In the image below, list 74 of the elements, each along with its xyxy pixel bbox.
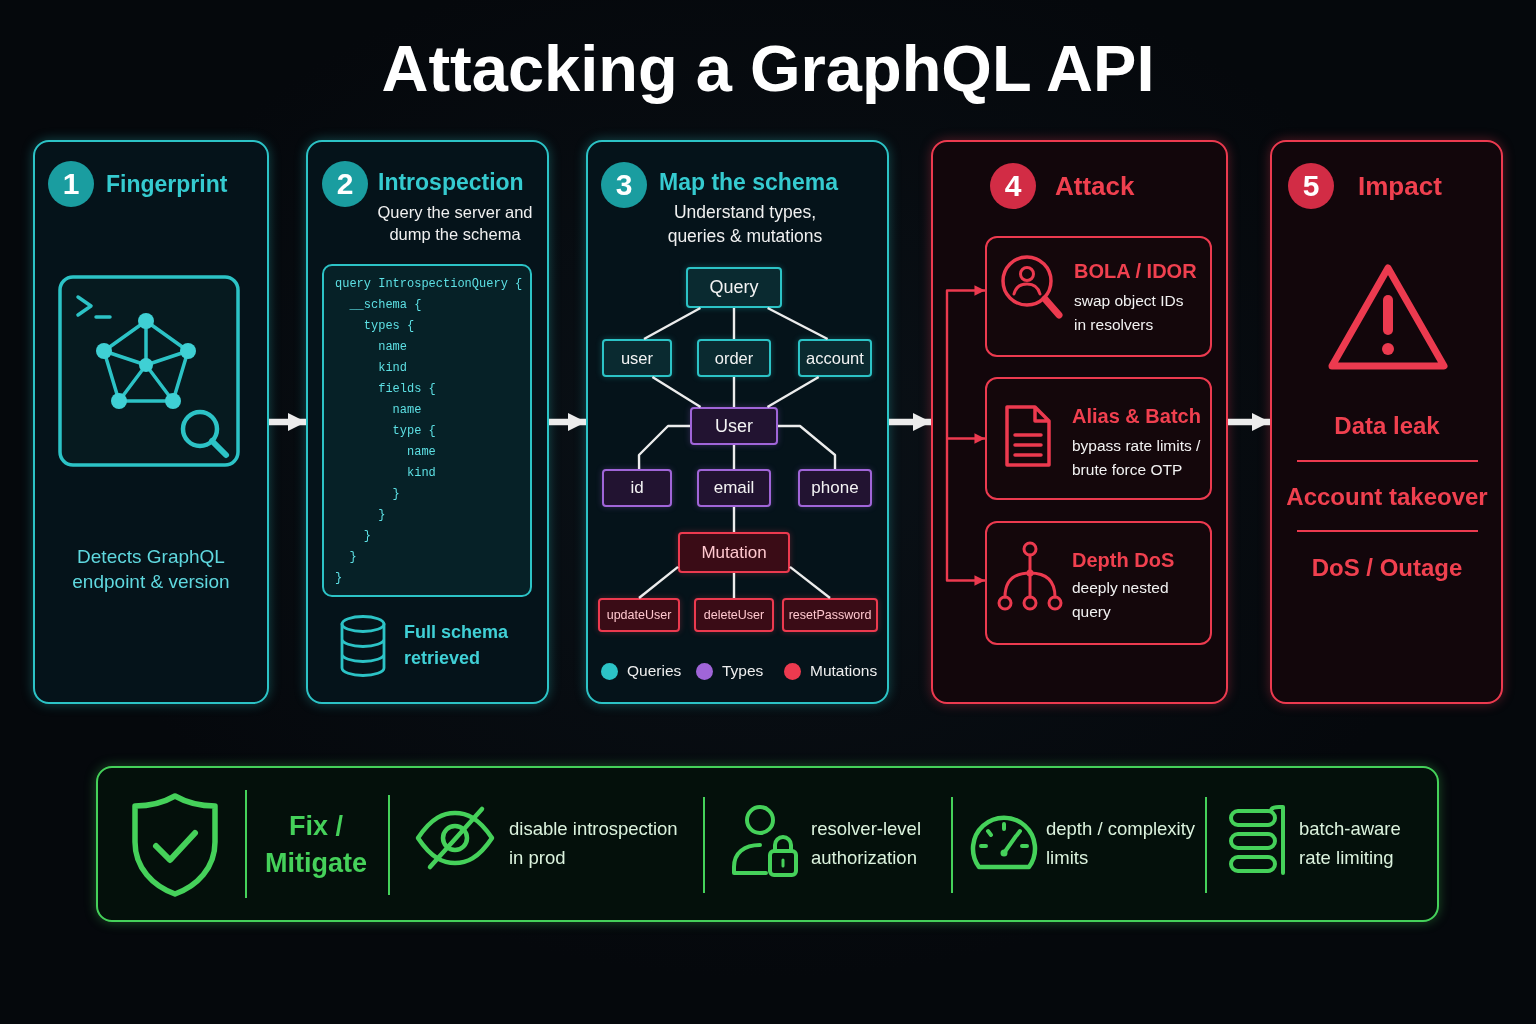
tree-connector [767,306,829,341]
impact-item: DoS / Outage [1311,553,1463,583]
flow-arrow [1228,412,1270,432]
step-number: 1 [48,161,94,207]
schema-node: user [602,339,672,377]
schema-node: phone [798,469,872,507]
step-number: 2 [322,161,368,207]
tree-connector [643,306,701,341]
impact-item: Data leak [1334,411,1440,441]
step-title: Fingerprint [106,170,228,198]
attack-description: bypass rate limits / brute force OTP [1072,436,1202,480]
step-title: Map the schema [659,168,838,196]
impact-item: Account takeover [1286,482,1488,512]
schema-node: Mutation [678,532,790,573]
attack-card [985,236,1212,357]
legend-label: Mutations [810,661,878,681]
flow-arrow [549,412,586,432]
step-number: 3 [601,162,647,208]
legend-label: Queries [627,661,682,681]
tree-connector [766,375,820,409]
step-panel [33,140,269,704]
step-panel [1270,140,1503,704]
branch-arrow [945,285,985,438]
attack-card [985,521,1212,645]
attack-description: deeply nested query [1072,578,1170,622]
step-title: Impact [1358,171,1442,201]
legend-label: Types [722,661,764,681]
tree-connector [637,424,690,469]
schema-node: id [602,469,672,507]
mitigation-text: resolver-level authorization [811,817,922,870]
tree-connector [789,565,831,599]
step-number: 4 [990,163,1036,209]
schema-node: account [798,339,872,377]
tree-connector [778,424,837,469]
mitigation-text: disable introspection in prod [509,817,679,870]
flow-arrow [269,412,306,432]
result-label: Full schema retrieved [404,621,510,670]
branch-arrow [945,438,985,586]
step-panel [586,140,889,704]
attack-card [985,377,1212,500]
tree-connector [732,573,736,598]
tree-connector [732,377,736,407]
attack-description: swap object IDs in resolvers [1074,291,1185,335]
schema-node: resetPassword [782,598,878,632]
schema-node: updateUser [598,598,680,632]
schema-node: order [697,339,771,377]
step-panel [931,140,1228,704]
diagram-title: Attacking a GraphQL API [381,31,1155,107]
mitigation-text: depth / complexity limits [1046,817,1197,870]
step-description: Understand types, queries & mutations [666,201,824,248]
schema-node: User [690,407,778,445]
tree-connector [651,376,702,408]
tree-connector [638,565,679,599]
step-title: Introspection [378,168,524,196]
mitigation-text: batch-aware rate limiting [1299,817,1402,870]
schema-node: Query [686,267,782,308]
step-title: Attack [1055,171,1135,201]
attack-title: BOLA / IDOR [1074,259,1197,283]
mitigation-heading: Fix / Mitigate [264,810,368,880]
code-block: query IntrospectionQuery { __schema { types { name kind fields { name type { name kind } } } } } [322,264,532,597]
step-description: Query the server and dump the schema [376,202,534,245]
tree-connector [732,507,736,532]
branch-arrow [947,433,985,444]
tree-connector [732,445,736,469]
tree-connector [732,308,736,339]
step-description: Detects GraphQL endpoint & version [71,545,231,594]
attack-title: Depth DoS [1072,548,1175,572]
schema-node: email [697,469,771,507]
flow-arrow [889,412,931,432]
step-number: 5 [1288,163,1334,209]
step-panel [306,140,549,704]
mitigation-panel [96,766,1439,922]
schema-node: deleteUser [694,598,774,632]
attack-title: Alias & Batch [1072,404,1201,428]
